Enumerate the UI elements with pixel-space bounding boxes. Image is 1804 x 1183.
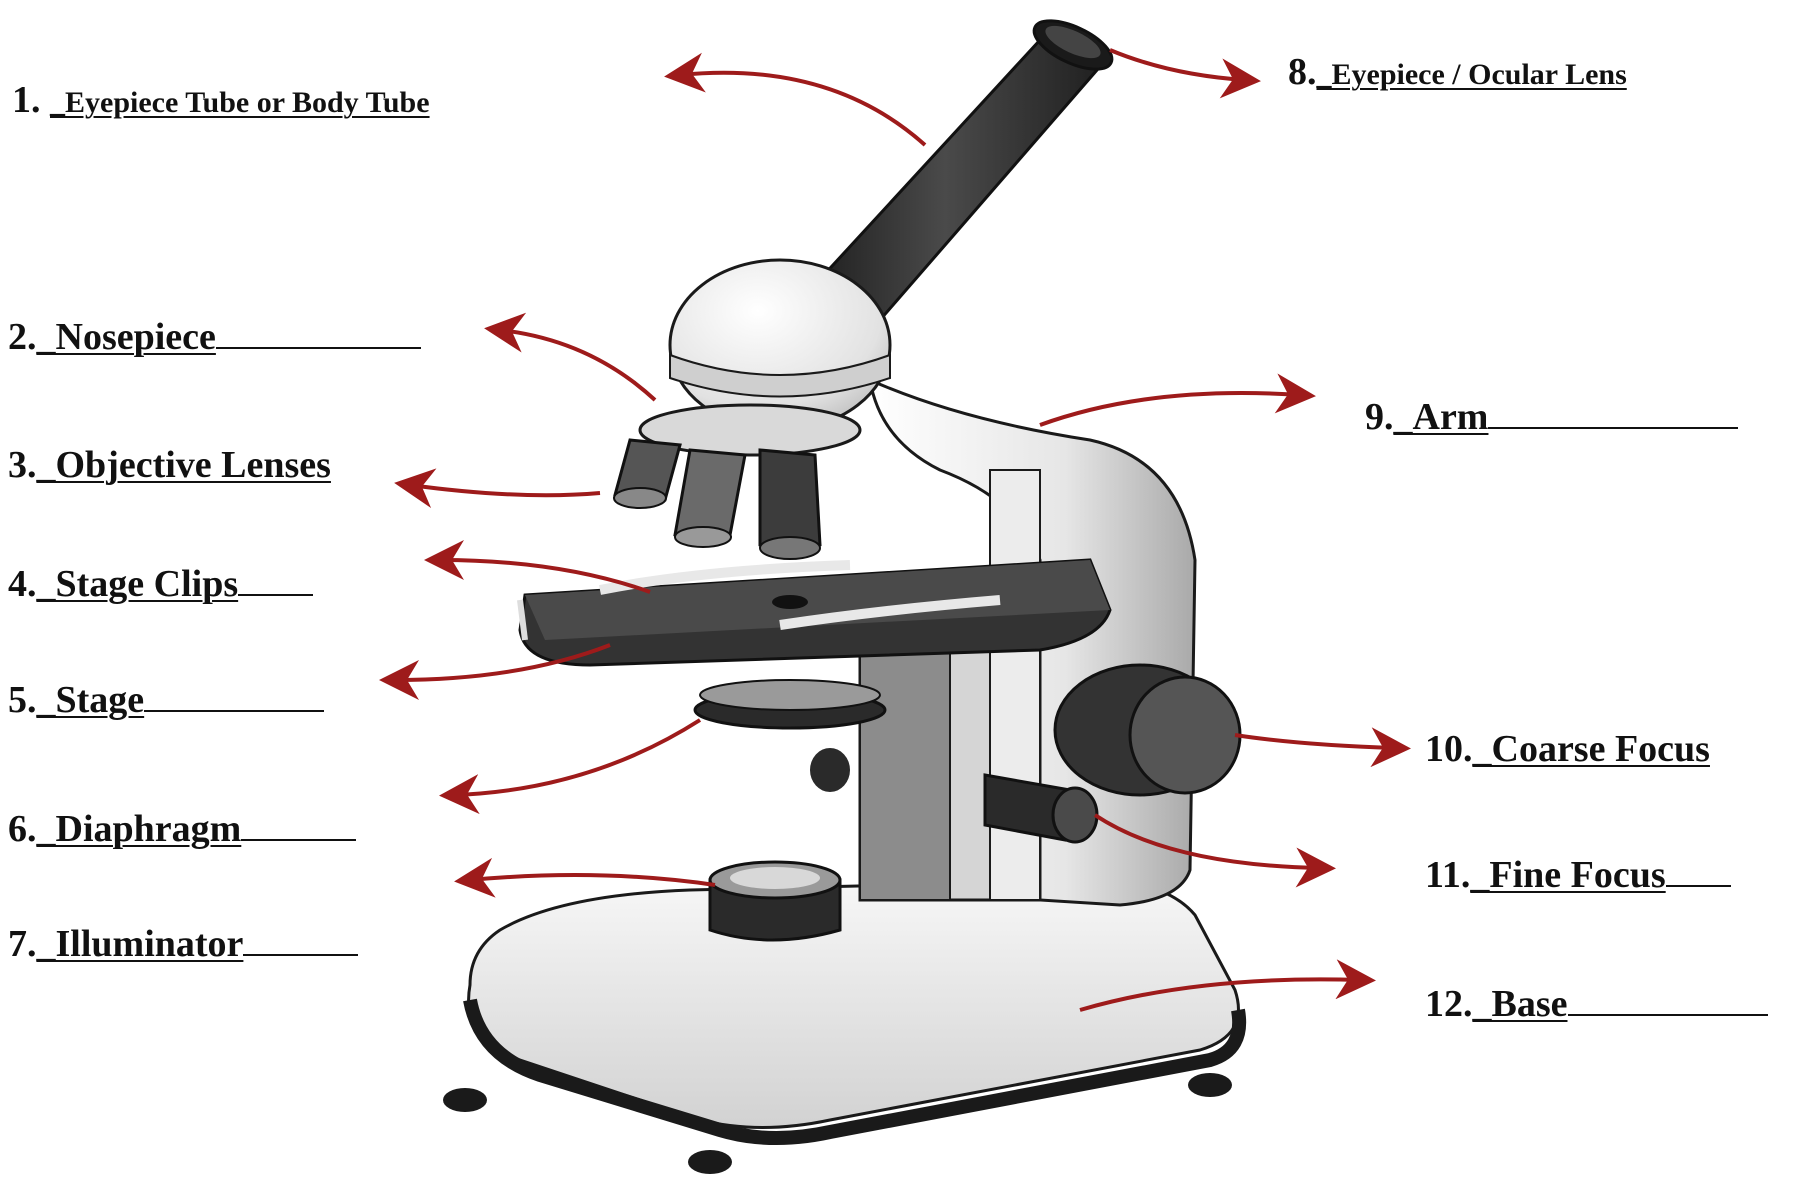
stage-platform [520, 560, 1110, 665]
label-6: 6._Diaphragm [8, 807, 356, 851]
arrow-diaphragm [455, 720, 700, 795]
label-number: 9. [1365, 395, 1394, 439]
label-answer-diaphragm: _Diaphragm [37, 808, 242, 850]
objective-lenses [614, 440, 820, 559]
label-number: 3. [8, 443, 37, 487]
label-number: 2. [8, 315, 37, 359]
label-answer-nosepiece: _Nosepiece [37, 316, 216, 358]
label-1: 1. _Eyepiece Tube or Body Tube [12, 78, 430, 125]
answer-blank-line [241, 809, 356, 841]
label-4: 4._Stage Clips [8, 562, 313, 606]
answer-blank-line [238, 564, 313, 596]
answer-blank-line [1488, 397, 1738, 429]
answer-blank-line [1568, 984, 1768, 1016]
arrow-coarse-focus [1235, 735, 1395, 748]
label-number: 11. [1425, 853, 1470, 897]
diaphragm-disc [695, 680, 885, 792]
label-answer-objective-lenses: _Objective Lenses [37, 444, 331, 486]
label-number: 12. [1425, 982, 1473, 1026]
label-5: 5._Stage [8, 678, 324, 722]
label-number: 1. [12, 78, 41, 122]
label-12: 12._Base [1425, 982, 1768, 1026]
label-10: 10._Coarse Focus [1425, 727, 1710, 771]
label-number: 4. [8, 562, 37, 606]
label-answer-coarse-focus: _Coarse Focus [1473, 728, 1710, 770]
answer-blank-line [243, 924, 358, 956]
arrow-arm [1040, 393, 1300, 425]
arrow-illuminator [470, 875, 715, 885]
label-answer-stage: _Stage [37, 679, 145, 721]
arrow-nosepiece [500, 330, 655, 400]
label-answer-stage-clips: _Stage Clips [37, 563, 239, 605]
arrow-eyepiece-lens [1110, 50, 1245, 80]
label-8: 8._Eyepiece / Ocular Lens [1288, 50, 1627, 97]
arrow-objective-lenses [410, 485, 600, 495]
answer-blank-line [216, 317, 421, 349]
label-3: 3._Objective Lenses [8, 443, 331, 487]
answer-blank-line [1666, 855, 1731, 887]
label-number: 8. [1288, 50, 1317, 94]
arrow-eyepiece-tube [680, 73, 925, 145]
label-answer-fine-focus: _Fine Focus [1470, 854, 1665, 896]
eyepiece-tube [810, 11, 1119, 320]
illuminator-lamp [710, 862, 840, 940]
label-answer-eyepiece-tube: _Eyepiece Tube or Body Tube [50, 86, 430, 119]
label-number: 10. [1425, 727, 1473, 771]
label-answer-base: _Base [1473, 983, 1568, 1025]
label-7: 7._Illuminator [8, 922, 358, 966]
label-number: 7. [8, 922, 37, 966]
label-answer-illuminator: _Illuminator [37, 923, 244, 965]
label-9: 9._Arm [1365, 395, 1738, 439]
label-number: 5. [8, 678, 37, 722]
label-11: 11._Fine Focus [1425, 853, 1731, 897]
label-answer-eyepiece-ocular-lens: _Eyepiece / Ocular Lens [1317, 58, 1627, 91]
label-answer-arm: _Arm [1394, 396, 1489, 438]
label-number: 6. [8, 807, 37, 851]
coarse-focus-knob [1055, 665, 1240, 795]
label-2: 2._Nosepiece [8, 315, 421, 359]
answer-blank-line [144, 680, 324, 712]
